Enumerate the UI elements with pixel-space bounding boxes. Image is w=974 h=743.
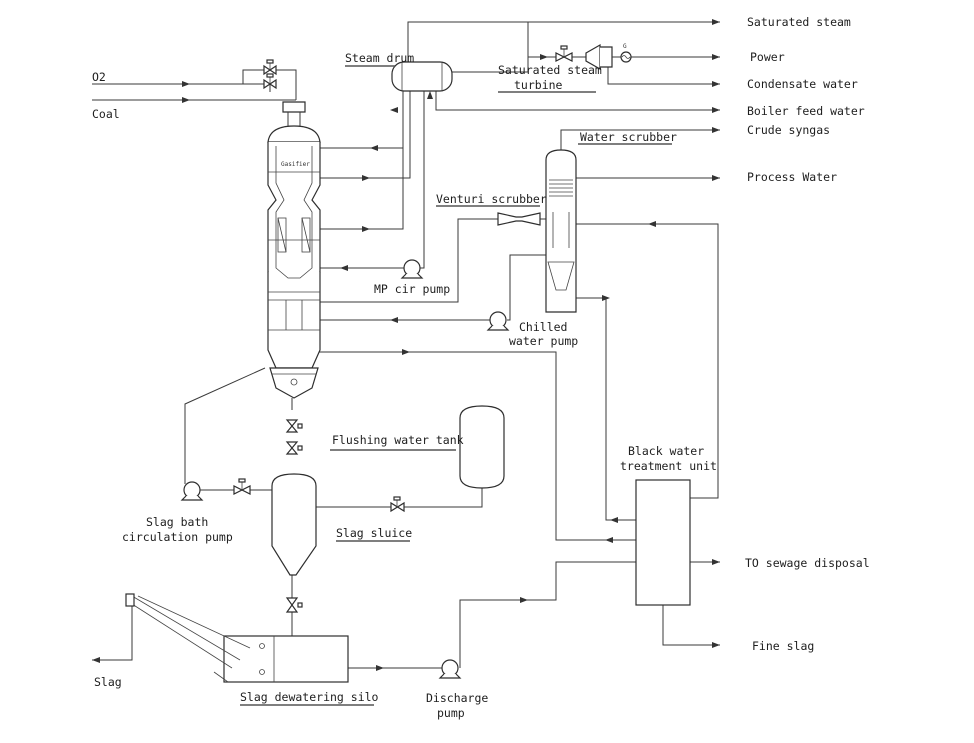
- chilled-water-pump-icon: [486, 311, 510, 331]
- water-scrubber-vessel: [545, 149, 577, 313]
- boiler-feed-water-label: Boiler feed water: [747, 104, 865, 118]
- process-water-output-label: Process Water: [747, 170, 837, 184]
- black-water-label-line2: treatment unit: [620, 459, 717, 473]
- turbine-icon: [585, 43, 613, 71]
- pipe-lines: [92, 21, 720, 669]
- turbine-label-line2: turbine: [514, 78, 563, 92]
- crude-syngas-output-label: Crude syngas: [747, 123, 830, 137]
- slag-sluice-vessel: [271, 473, 317, 576]
- o2-valve-icon: [263, 59, 277, 76]
- sluice-outlet-valve-icon: [285, 597, 303, 613]
- coal-valve-icon: [263, 73, 277, 90]
- generator-symbol: G: [623, 43, 627, 50]
- flow-arrows: [92, 19, 720, 671]
- lock-hopper-valve-1-icon: [285, 419, 303, 433]
- venturi-scrubber-icon: [497, 212, 541, 226]
- slag-bath-pump-label-line2: circulation pump: [122, 530, 233, 544]
- chilled-pump-label-line2: water pump: [509, 334, 578, 348]
- fine-slag-output-label: Fine slag: [752, 639, 814, 653]
- water-scrubber-label: Water scrubber: [580, 130, 677, 144]
- slag-bath-valve-icon: [233, 478, 251, 495]
- coal-input-label: Coal: [92, 107, 120, 121]
- steam-drum-label: Steam drum: [345, 51, 414, 65]
- discharge-pump-label-line2: pump: [437, 706, 465, 720]
- slag-output-label: Slag: [94, 675, 122, 689]
- black-water-label-line1: Black water: [628, 444, 704, 458]
- flushing-water-tank-label: Flushing water tank: [332, 433, 464, 447]
- discharge-pump-icon: [438, 659, 462, 679]
- turbine-valve-icon: [555, 45, 573, 62]
- sewage-output-label: TO sewage disposal: [745, 556, 870, 570]
- label-underlines: [240, 65, 672, 706]
- flushing-water-tank-vessel: [459, 405, 505, 489]
- labels: O2 Coal Steam drum Saturated steam turbi…: [92, 15, 870, 720]
- valves: [233, 45, 573, 613]
- turbine-label-line1: Saturated steam: [498, 63, 602, 77]
- mp-cir-pump-icon: [400, 259, 424, 279]
- flushing-water-valve-icon: [390, 496, 405, 513]
- venturi-scrubber-label: Venturi scrubber: [436, 192, 547, 206]
- slag-dewatering-silo-vessel: [125, 593, 349, 683]
- slag-dewatering-silo-label: Slag dewatering silo: [240, 690, 379, 704]
- slag-bath-pump-icon: [180, 481, 204, 501]
- discharge-pump-label-line1: Discharge: [426, 691, 488, 705]
- steam-drum-vessel: [391, 61, 453, 92]
- lock-hopper-valve-2-icon: [285, 441, 303, 455]
- chilled-pump-label-line1: Chilled: [519, 320, 567, 334]
- gasifier-vessel: Gasifier: [267, 125, 321, 399]
- generator-icon: G: [612, 43, 632, 63]
- slag-bath-pump-label-line1: Slag bath: [146, 515, 208, 529]
- gasifier-label: Gasifier: [281, 161, 310, 168]
- saturated-steam-output-label: Saturated steam: [747, 15, 851, 29]
- slag-sluice-label: Slag sluice: [336, 526, 412, 540]
- condensate-water-output-label: Condensate water: [747, 77, 858, 91]
- o2-input-label: O2: [92, 70, 106, 84]
- mp-cir-pump-label: MP cir pump: [374, 282, 450, 296]
- power-output-label: Power: [750, 50, 785, 64]
- black-water-treatment-unit-vessel: [635, 479, 691, 606]
